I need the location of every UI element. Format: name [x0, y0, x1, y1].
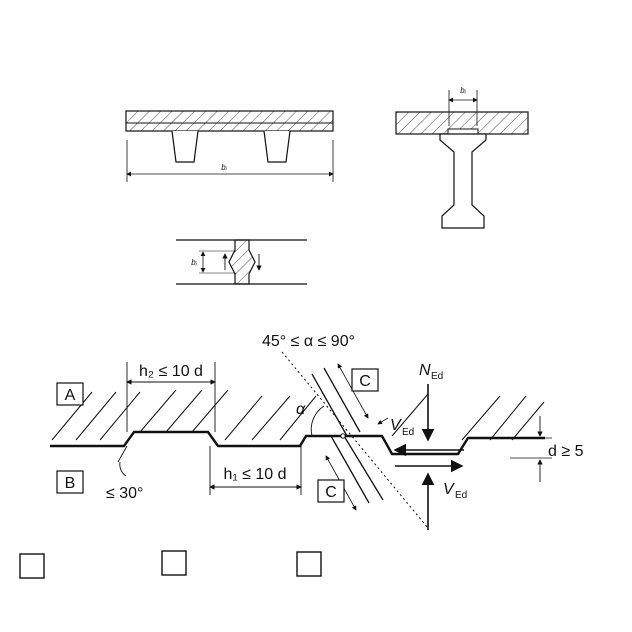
- beam-slab-section: bᵢ: [395, 86, 529, 229]
- joint-detail: bᵢ: [176, 239, 307, 285]
- shear-upper-sub: Ed: [402, 427, 414, 438]
- h2-label: h₂ ≤ 10 d: [139, 363, 203, 380]
- slab-topping: [125, 110, 334, 132]
- box-c-lower: [317, 479, 345, 503]
- box-c-upper: [351, 368, 379, 392]
- ribbed-slab-section: bᵢ: [125, 110, 334, 182]
- inclination-line: [281, 351, 429, 529]
- h1-label: h₁ ≤ 10 d: [223, 466, 286, 483]
- box-c-upper-label: C: [359, 373, 371, 390]
- normal-force-symbol: N: [419, 362, 431, 379]
- angle-range-label: 45° ≤ α ≤ 90°: [262, 333, 355, 350]
- indented-interface: h₂ ≤ 10 d h₁ ≤ 10 d ≤ 30° α 45° ≤ α ≤ 90…: [50, 333, 584, 530]
- rib-left: [171, 130, 199, 163]
- checkbox-3[interactable]: [296, 551, 322, 577]
- shear-lower-sub: Ed: [455, 490, 467, 501]
- box-c-lower-label: C: [325, 484, 337, 501]
- alpha-label: α: [296, 401, 306, 418]
- top-width-label: bᵢ: [460, 86, 466, 95]
- interface-profile: [50, 430, 545, 456]
- box-b: [56, 470, 84, 494]
- slope-label: ≤ 30°: [106, 485, 143, 502]
- joint-key: [228, 239, 256, 285]
- joint-width-label: bᵢ: [191, 258, 197, 267]
- box-a: [56, 382, 84, 406]
- width-label: bᵢ: [221, 163, 227, 172]
- upper-concrete-hatching: [51, 389, 545, 441]
- checkbox-1[interactable]: [19, 553, 45, 579]
- shear-upper-symbol: V: [390, 417, 402, 434]
- box-b-label: B: [65, 475, 76, 492]
- depth-label: d ≥ 5: [548, 443, 584, 460]
- checkbox-2[interactable]: [161, 550, 187, 576]
- shear-lower-symbol: V: [443, 481, 455, 498]
- box-a-label: A: [65, 387, 76, 404]
- rib-right: [263, 130, 291, 163]
- i-beam: [439, 133, 487, 229]
- normal-force-sub: Ed: [431, 371, 443, 382]
